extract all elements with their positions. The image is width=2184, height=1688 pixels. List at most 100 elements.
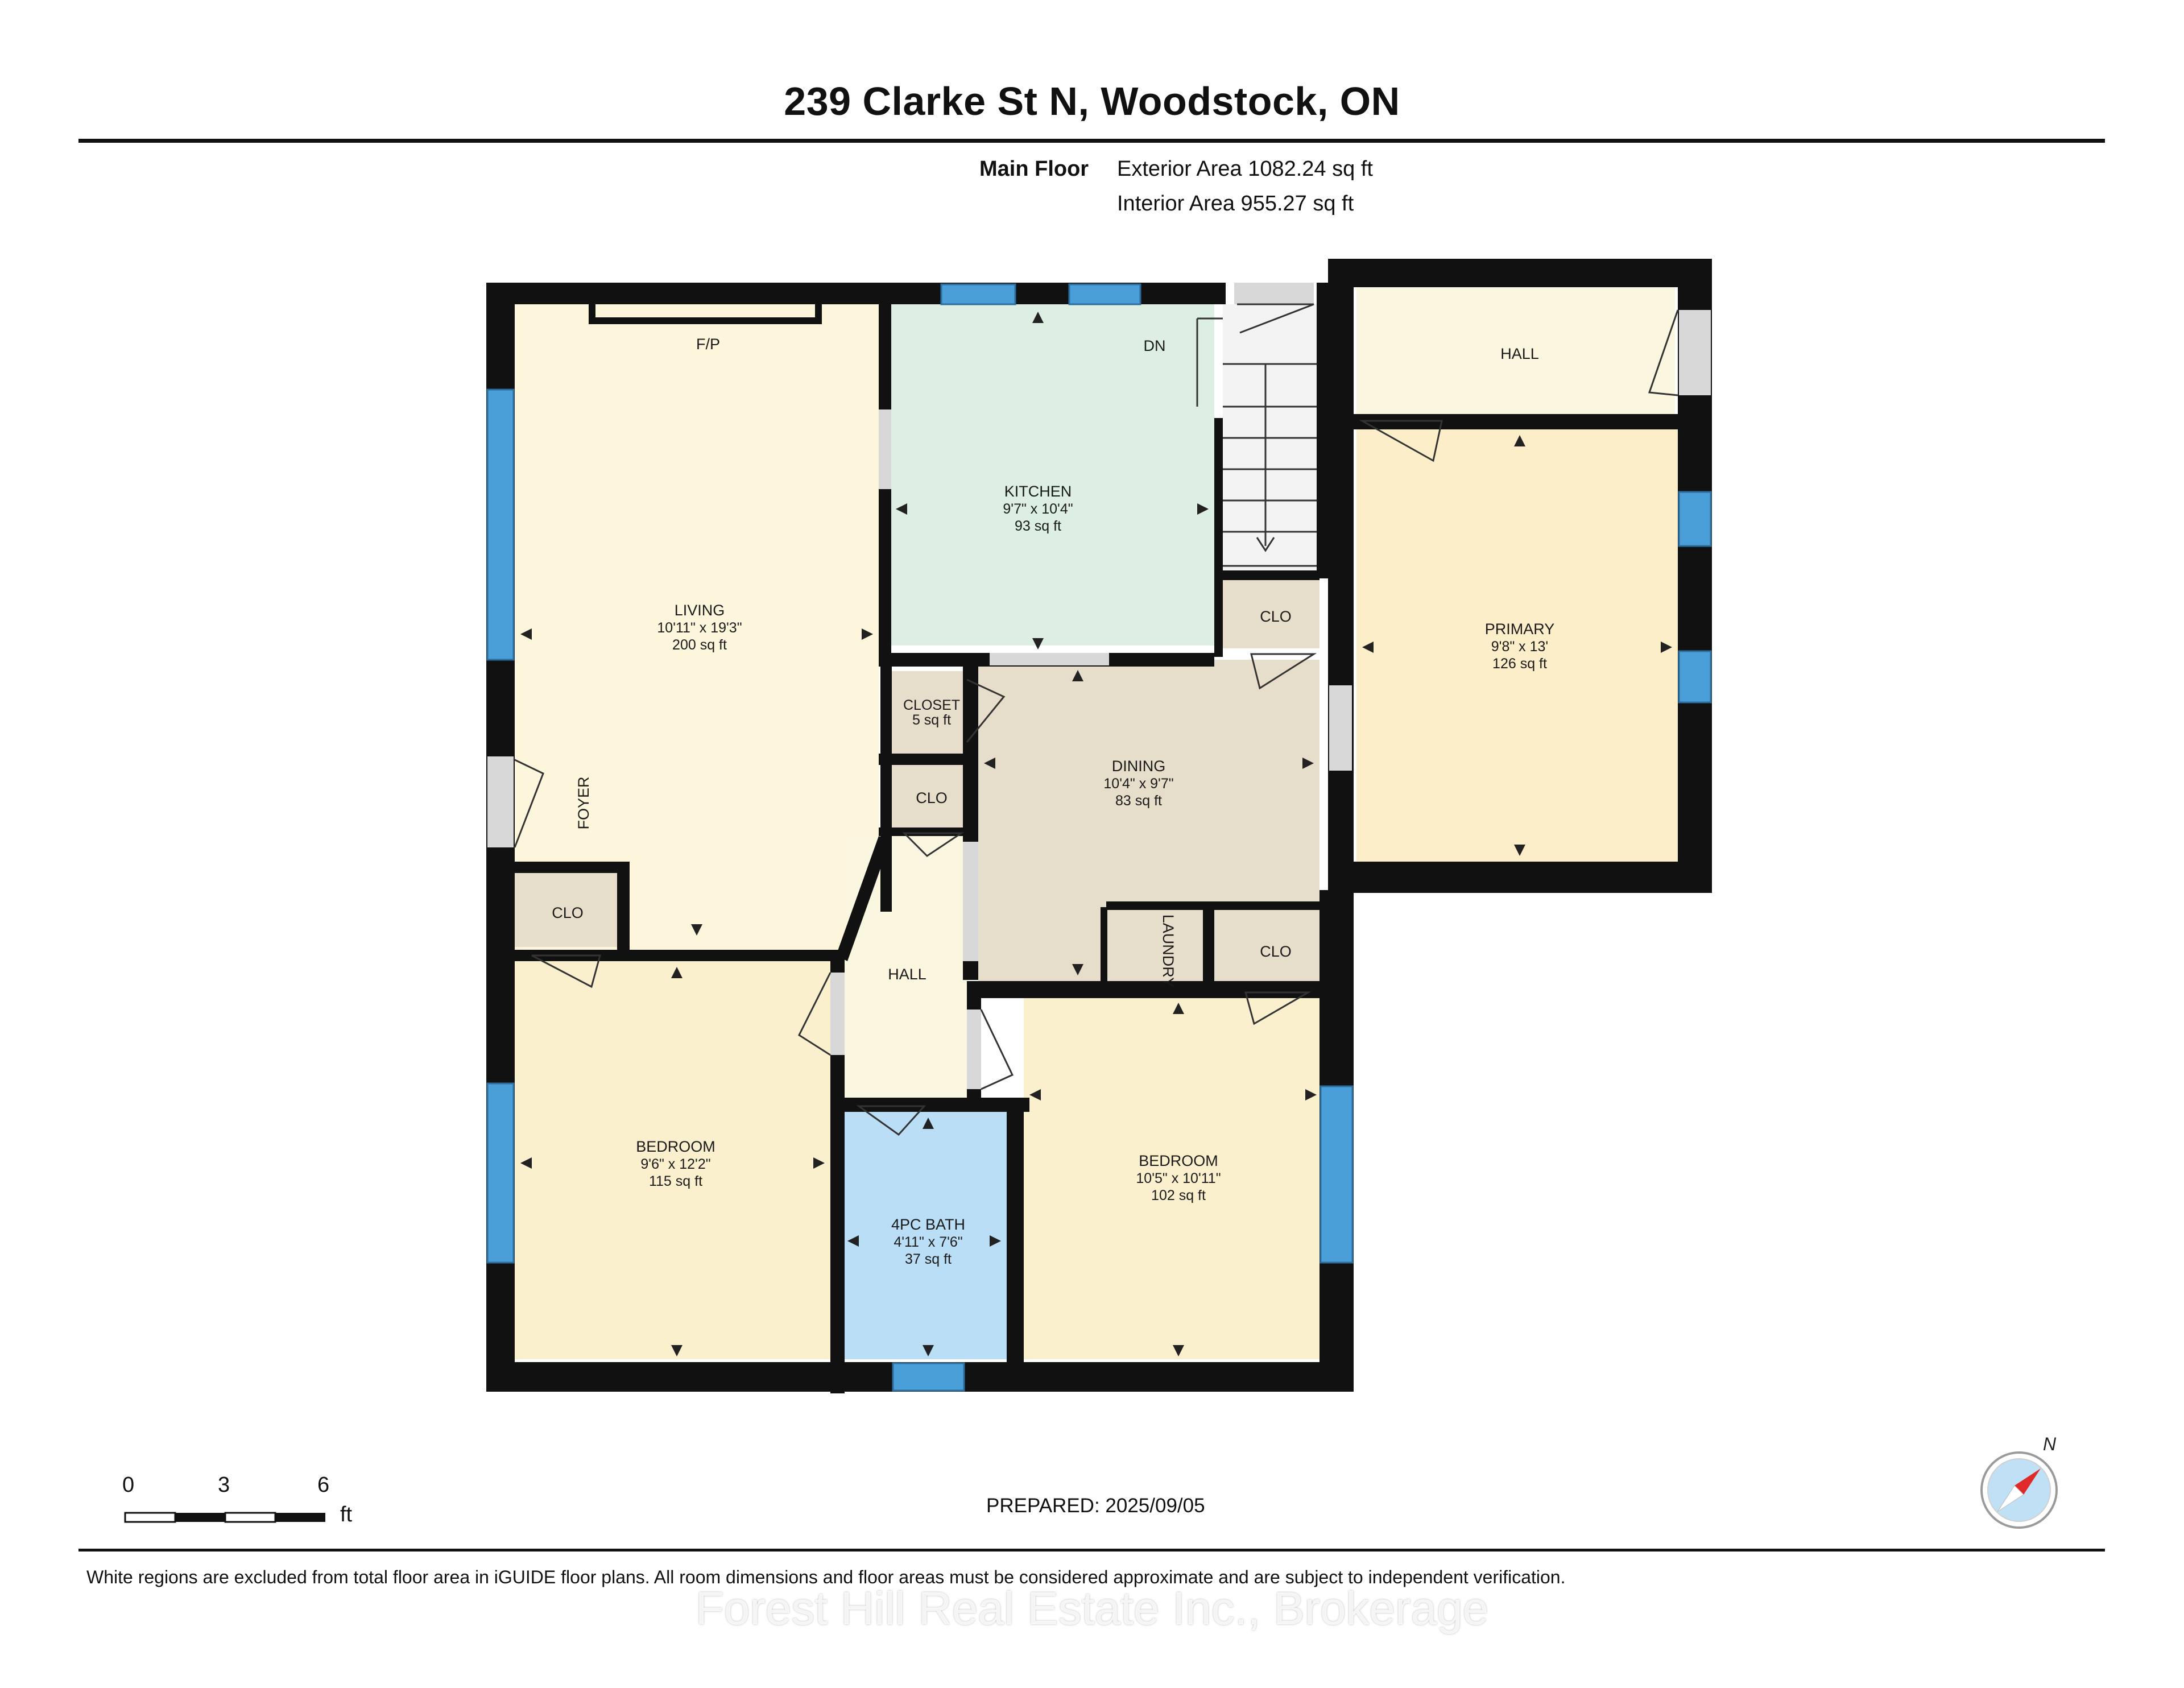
floor-label: Main Floor	[979, 157, 1089, 181]
bedroom-left-dims: 9'6" x 12'2"	[640, 1156, 710, 1172]
wall	[978, 981, 1331, 998]
primary-name: PRIMARY	[1485, 620, 1555, 638]
arrow-mark	[1302, 758, 1314, 769]
bedroom-left-fill	[515, 961, 830, 1359]
arrow-mark	[984, 758, 995, 769]
wall	[589, 296, 822, 303]
interior-area: Interior Area 955.27 sq ft	[1117, 192, 1354, 216]
laundry-label: LAUNDRY	[1160, 915, 1177, 988]
dining-dims: 10'4" x 9'7"	[1103, 776, 1173, 792]
wall	[1328, 259, 1354, 890]
kitchen-area: 93 sq ft	[1015, 518, 1061, 534]
door-gap	[990, 653, 1109, 665]
door-gap	[830, 973, 845, 1055]
window	[1678, 491, 1712, 547]
bath-fill	[842, 1112, 1007, 1359]
scale-bar-graphic	[124, 1512, 325, 1523]
clo-hall-fill	[892, 765, 963, 828]
wall	[1220, 570, 1320, 580]
dining-name: DINING	[1112, 758, 1166, 775]
wall	[1337, 862, 1712, 893]
kitchen-name: KITCHEN	[1004, 483, 1072, 500]
kitchen-dims: 9'7" x 10'4"	[1003, 501, 1073, 517]
disclaimer-text: White regions are excluded from total fl…	[86, 1567, 1566, 1587]
living-name: LIVING	[675, 602, 725, 619]
bedroom-right-name: BEDROOM	[1139, 1152, 1218, 1169]
wall	[842, 1098, 1029, 1112]
bath-dims: 4'11" x 7'6"	[894, 1234, 962, 1250]
hall-center-label: HALL	[888, 966, 926, 983]
laundry-fill	[1106, 910, 1203, 984]
plan-title: 239 Clarke St N, Woodstock, ON	[784, 79, 1400, 123]
wall	[486, 950, 842, 961]
closet-fill	[892, 671, 963, 754]
arrow-mark	[1305, 1089, 1317, 1100]
arrow-mark	[847, 1235, 859, 1247]
scale-label-0: 0	[122, 1473, 135, 1497]
arrow-mark	[1197, 503, 1209, 515]
clo-kitchen-label: CLO	[1260, 608, 1292, 625]
arrow-mark	[1661, 642, 1672, 653]
stairs-down-label: DN	[1144, 337, 1166, 354]
clo-left-label: CLO	[552, 904, 584, 921]
exterior-area: Exterior Area 1082.24 sq ft	[1117, 157, 1373, 181]
door-gap	[1679, 310, 1711, 395]
wall	[589, 317, 822, 324]
arrow-mark	[691, 924, 702, 936]
room-labels: F/P DN HALL KITCHEN 9'7" x 10'4" 93 sq f…	[552, 336, 1554, 1267]
compass-north-label: N	[2043, 1434, 2057, 1454]
brokerage-watermark: Forest Hill Real Estate Inc., Brokerage	[695, 1583, 1489, 1635]
scale-label-6: 6	[317, 1473, 330, 1497]
window	[940, 283, 1016, 305]
dining-area: 83 sq ft	[1115, 793, 1162, 809]
arrow-mark	[1173, 1003, 1184, 1014]
bedroom-left-area: 115 sq ft	[649, 1173, 702, 1189]
door-openings	[487, 283, 1711, 1089]
arrow-mark	[1362, 642, 1374, 653]
wall	[486, 862, 626, 873]
arrow-mark	[923, 1118, 934, 1129]
arrow-mark	[896, 503, 907, 515]
living-area: 200 sq ft	[672, 637, 727, 653]
footer-rule	[78, 1549, 2105, 1552]
arrow-mark	[1032, 312, 1044, 323]
clo-left-fill	[515, 873, 617, 947]
foyer-label: FOYER	[575, 776, 592, 829]
clo-right-fill	[1214, 910, 1320, 984]
wall	[815, 296, 822, 324]
scale-unit: ft	[340, 1503, 353, 1526]
bath-area: 37 sq ft	[905, 1251, 952, 1267]
hall-top-fill	[1356, 287, 1675, 415]
arrow-mark	[813, 1157, 825, 1169]
primary-dims: 9'8" x 13'	[1491, 639, 1548, 655]
window	[1068, 283, 1141, 305]
window	[1678, 650, 1712, 704]
bedroom-right-dims: 10'5" x 10'11"	[1136, 1170, 1221, 1186]
door-gap	[879, 409, 891, 489]
bedroom-right-fill	[1024, 998, 1320, 1359]
clo-right-label: CLO	[1260, 943, 1292, 960]
clo-hall-label: CLO	[916, 789, 948, 806]
arrow-mark	[520, 628, 532, 640]
primary-fill	[1356, 429, 1678, 862]
window	[892, 1362, 965, 1392]
scale-label-3: 3	[218, 1473, 230, 1497]
arrow-mark	[671, 1345, 682, 1356]
wall	[1007, 1103, 1024, 1382]
wall	[880, 661, 892, 912]
wall	[589, 296, 595, 324]
closet-area: 5 sq ft	[912, 712, 951, 728]
prepared-date: PREPARED: 2025/09/05	[986, 1495, 1205, 1517]
wall	[1328, 259, 1712, 287]
living-dims: 10'11" x 19'3"	[657, 620, 742, 636]
hall-walls	[836, 836, 890, 961]
door-swings	[513, 303, 1679, 1136]
bedroom-left-name: BEDROOM	[636, 1138, 715, 1155]
compass-icon: N	[1974, 1433, 2065, 1530]
title-rule	[78, 139, 2105, 143]
arrow-mark	[520, 1157, 532, 1169]
stairs	[1196, 317, 1317, 567]
closet-name: CLOSET	[903, 697, 960, 713]
wall	[1101, 907, 1107, 981]
